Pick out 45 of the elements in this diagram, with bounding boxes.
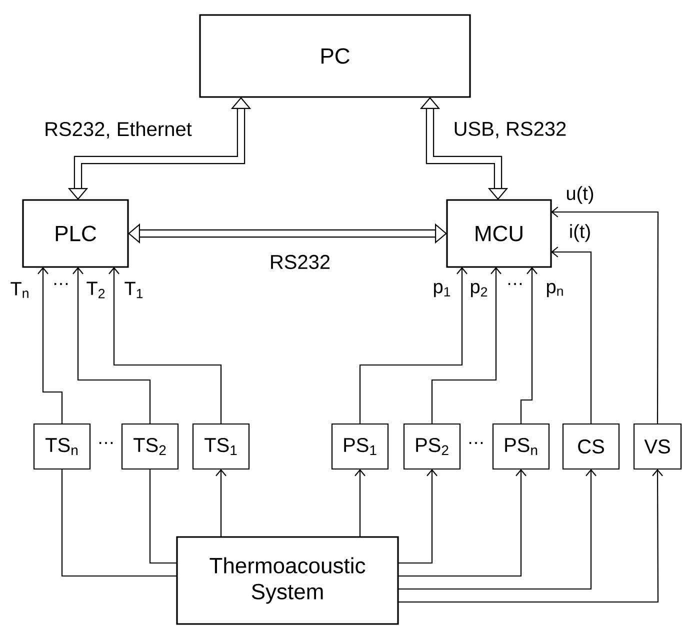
edge-label: RS232, Ethernet — [43, 120, 193, 140]
double-arrow — [128, 223, 447, 244]
arrow — [38, 267, 63, 424]
arrow — [431, 267, 502, 424]
ellipsis-label: … — [508, 283, 522, 285]
sensor-box: TS$_{n}$ — [33, 423, 91, 470]
edge-label: p$_{2}$ — [468, 282, 490, 298]
arrow — [398, 469, 438, 564]
arrow — [398, 469, 526, 577]
edge-label: i(t) — [568, 223, 592, 243]
controller-box: MCU — [446, 199, 552, 268]
edge-label: p$_{1}$ — [432, 282, 452, 298]
edge-label: T$_{n}$ — [9, 281, 31, 299]
arrow — [216, 469, 226, 537]
edge-label: T$_{1}$ — [123, 280, 145, 300]
arrow — [551, 246, 592, 424]
edge-label: p$_{n}$ — [544, 282, 566, 298]
arrow — [551, 206, 659, 424]
sensor-box: TS$_{1}$ — [192, 423, 250, 470]
sensor-box: PS$_{1}$ — [331, 423, 389, 470]
edge-label: u(t) — [564, 185, 596, 205]
arrow — [398, 469, 596, 590]
computer-box: PC — [199, 14, 471, 98]
sensor-box: CS — [562, 423, 620, 470]
arrow — [359, 267, 468, 424]
sensor-box: PS$_{n}$ — [492, 423, 550, 470]
ellipsis-label: … — [99, 442, 113, 444]
double-arrow — [420, 97, 508, 200]
arrow — [354, 469, 366, 537]
connector-line — [61, 469, 177, 577]
ellipsis-label: … — [54, 283, 68, 285]
sensor-box: PS$_{2}$ — [403, 423, 461, 470]
controller-box: PLC — [22, 199, 129, 268]
system-box: Thermoacoustic System — [176, 536, 399, 625]
edge-label: USB, RS232 — [452, 120, 568, 140]
arrow — [108, 267, 222, 424]
edge-label: RS232 — [268, 254, 332, 270]
arrow — [72, 267, 151, 424]
sensor-box: TS$_{2}$ — [121, 423, 179, 470]
arrow — [520, 267, 538, 424]
connector-line — [149, 469, 177, 564]
sensor-box: VS — [633, 423, 682, 470]
arrow — [398, 469, 663, 603]
ellipsis-label: … — [469, 442, 483, 444]
edge-label: T$_{2}$ — [85, 280, 107, 300]
